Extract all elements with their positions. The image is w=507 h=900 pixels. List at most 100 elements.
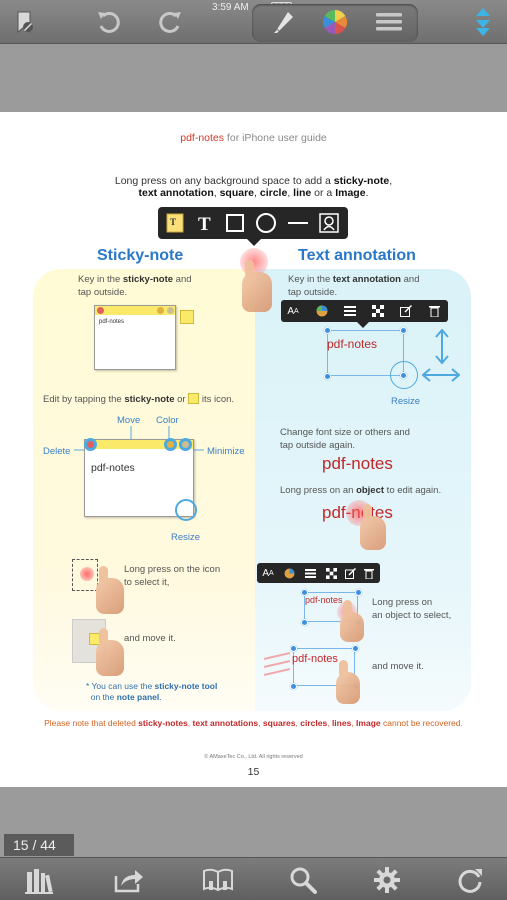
key-in-tap-r: tap outside.: [288, 287, 338, 298]
warn-b1: sticky-notes: [138, 718, 188, 728]
long-press-icon-text: Long press on the icon to select it,: [124, 563, 220, 589]
bookmarks-icon[interactable]: [200, 863, 236, 897]
key-in-sticky: sticky-note: [122, 274, 174, 285]
hand-icon-3: [96, 628, 124, 676]
red-text-1: pdf-notes: [322, 454, 393, 473]
page-margin-top: [0, 44, 507, 112]
svg-text:T: T: [170, 217, 176, 227]
key-in-tap: tap outside.: [78, 287, 128, 298]
handle-m3: [290, 683, 297, 690]
annotation-selection-box: [327, 330, 404, 376]
key-in-and: and: [173, 274, 192, 285]
delete-label: Delete: [43, 446, 71, 457]
resize-label-2: Resize: [391, 396, 421, 407]
pen-icon[interactable]: [266, 6, 300, 38]
intro-sticky: sticky-note: [333, 175, 390, 187]
handle-s3: [301, 619, 308, 626]
lp-icon-2: to select it,: [124, 577, 170, 588]
move-label: Move: [117, 415, 141, 426]
edit-post: its icon.: [199, 394, 235, 405]
line-tool-icon: [285, 211, 311, 235]
undo-icon[interactable]: [92, 6, 126, 38]
intro-sep3: ,: [287, 187, 294, 199]
hand-icon-6: [336, 660, 360, 704]
icon-select-box: [72, 559, 98, 591]
warn-s1: ,: [187, 718, 193, 728]
intro-comma: ,: [389, 175, 393, 187]
sticky-key-in-text: Key in the sticky-note and tap outside.: [78, 273, 192, 299]
color-wheel-icon[interactable]: [318, 6, 352, 38]
trash-icon: [426, 303, 442, 319]
line-style-icon: [342, 303, 358, 319]
warn-pre: Please note that deleted: [44, 718, 139, 728]
note-bar-edit: [85, 440, 193, 449]
menu-icon[interactable]: [372, 6, 406, 38]
intro-circle: circle: [259, 187, 288, 199]
text-annotation-heading: Text annotation: [298, 247, 416, 264]
hand-icon-5: [340, 600, 364, 642]
page-header: pdf-notes for iPhone user guide: [0, 132, 507, 144]
color-dot: [157, 307, 164, 314]
status-time: 3:59 AM: [212, 2, 249, 13]
popup-pointer-2: [357, 322, 369, 328]
small-pdf-1: pdf-notes: [305, 595, 343, 605]
lp-obj-2: an object to select,: [372, 610, 452, 621]
long-press-object-text: Long press on an object to edit again.: [280, 484, 441, 497]
warn-b5: lines: [331, 718, 352, 728]
lpo-pre: Long press on an: [280, 485, 357, 496]
settings-icon[interactable]: [369, 863, 405, 897]
small-pdf-2: pdf-notes: [292, 653, 338, 665]
color-dot-highlight: [167, 441, 174, 448]
select-box-small: [304, 592, 358, 622]
move-it-text-2: and move it.: [372, 661, 424, 672]
warn-b6: Image: [356, 718, 381, 728]
share-icon[interactable]: [111, 863, 147, 897]
line-style-icon-2: [302, 565, 318, 581]
warn-s3: ,: [295, 718, 301, 728]
key-in-r: Key in the: [288, 274, 333, 285]
intro-end: .: [365, 187, 369, 199]
move-it-text: and move it.: [124, 633, 176, 644]
intro-image: Image: [335, 187, 366, 199]
tool-note-b: sticky-note tool: [154, 681, 218, 691]
minimized-note-icon: [180, 310, 194, 324]
hand-icon-2: [96, 566, 124, 614]
key-in: Key in the: [78, 274, 123, 285]
touch-glow: [240, 248, 268, 276]
header-brand: pdf-notes: [180, 132, 225, 144]
lp-icon-1: Long press on the icon: [124, 564, 221, 575]
edit-instructions: Edit by tapping the sticky-note or its i…: [43, 393, 234, 406]
intro-text-annotation: text annotation: [138, 187, 214, 199]
annotation-text: pdf-notes: [327, 337, 378, 351]
scroll-arrows-icon[interactable]: [466, 6, 500, 38]
library-icon[interactable]: [21, 863, 57, 897]
search-icon[interactable]: [285, 863, 321, 897]
bottom-toolbar: [0, 857, 507, 900]
warn-b3: squares: [262, 718, 296, 728]
motion-lines: [263, 652, 291, 676]
header-rest: for iPhone user guide: [224, 132, 327, 144]
delete-dot-highlight: [87, 441, 94, 448]
color-label: Color: [156, 415, 179, 426]
handle-bl: [324, 373, 331, 380]
note-bar: [95, 306, 175, 315]
intro-sep1: ,: [213, 187, 220, 199]
bookmark-off-icon[interactable]: [8, 6, 42, 38]
intro-or: or a: [311, 187, 336, 199]
resize-label: Resize: [171, 532, 201, 543]
refresh-icon[interactable]: [452, 863, 488, 897]
text-tool-icon: T: [192, 211, 218, 235]
popup-pointer: [247, 239, 261, 246]
redo-icon[interactable]: [153, 6, 187, 38]
page-indicator[interactable]: 15 / 44: [4, 834, 74, 856]
add-tool-popup: T T: [158, 207, 348, 246]
warn-b2: text annotations: [192, 718, 259, 728]
lpo-b: object: [356, 485, 385, 496]
change-font-2: tap outside again.: [280, 440, 356, 451]
